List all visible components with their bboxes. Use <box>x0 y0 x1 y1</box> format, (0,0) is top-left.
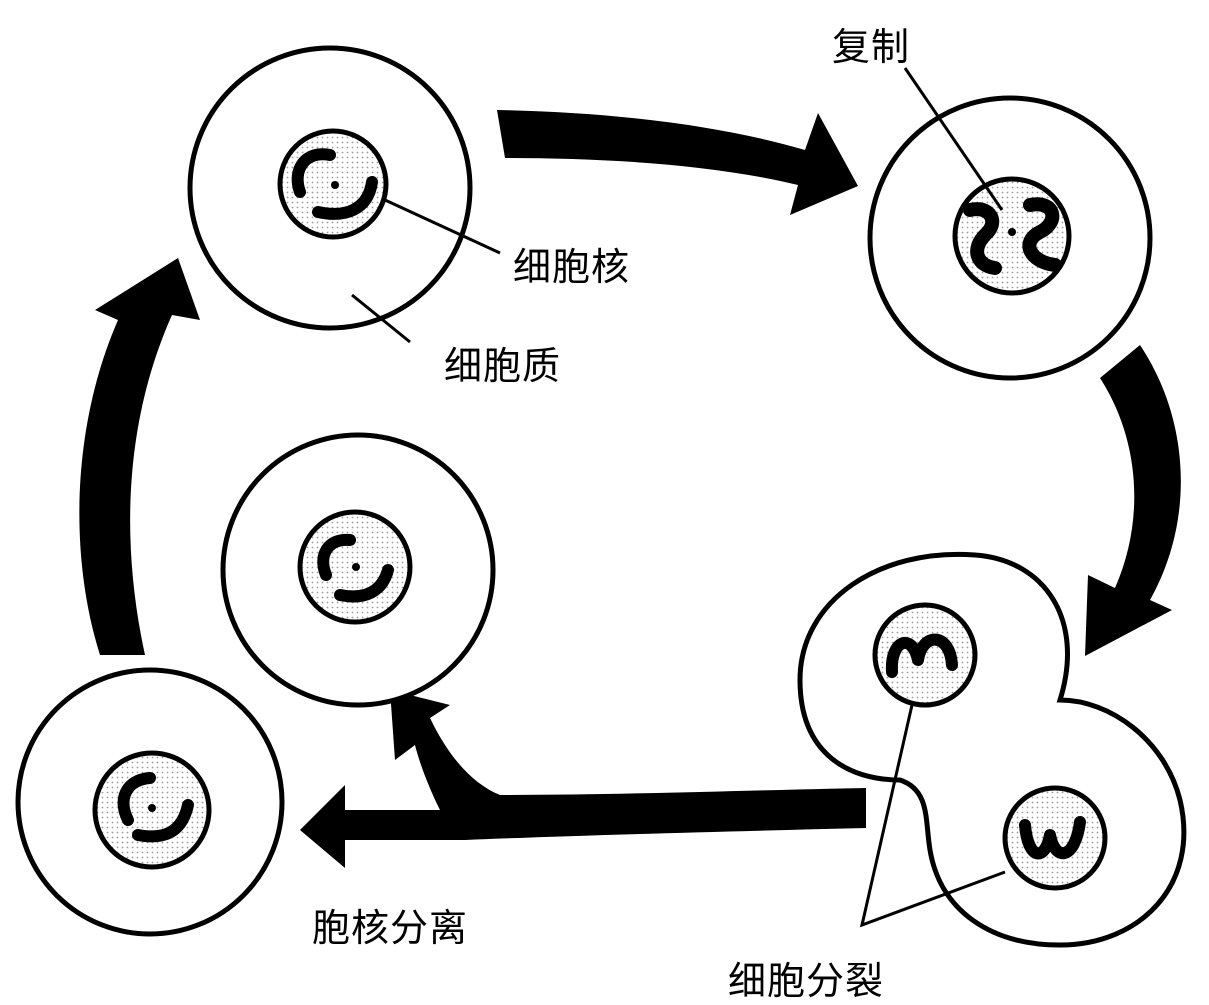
label-cytoplasm: 细胞质 <box>444 344 562 388</box>
label-replication: 复制 <box>832 25 911 69</box>
arrow-top <box>497 110 858 215</box>
cell-daughter-lower <box>15 667 285 937</box>
label-cell-division: 细胞分裂 <box>728 959 885 1003</box>
cell-daughter-upper <box>220 432 496 708</box>
pointer-cell-division <box>859 704 1006 928</box>
arrow-bottom <box>300 690 866 868</box>
arrow-left <box>79 258 200 655</box>
label-nuclear-separation: 胞核分离 <box>312 906 469 950</box>
cell-interphase <box>187 45 501 344</box>
chromosome-1a <box>291 148 336 198</box>
pointer-replication <box>903 67 1004 211</box>
cell-replication <box>867 67 1153 381</box>
cycle-arrows <box>79 110 1181 868</box>
chromosome-1b <box>312 176 378 220</box>
arrow-right <box>1085 345 1181 656</box>
label-nucleus: 细胞核 <box>513 245 631 289</box>
pointer-cytoplasm <box>351 293 411 344</box>
pointer-nucleus <box>384 198 501 255</box>
cell-dividing <box>797 551 1187 948</box>
